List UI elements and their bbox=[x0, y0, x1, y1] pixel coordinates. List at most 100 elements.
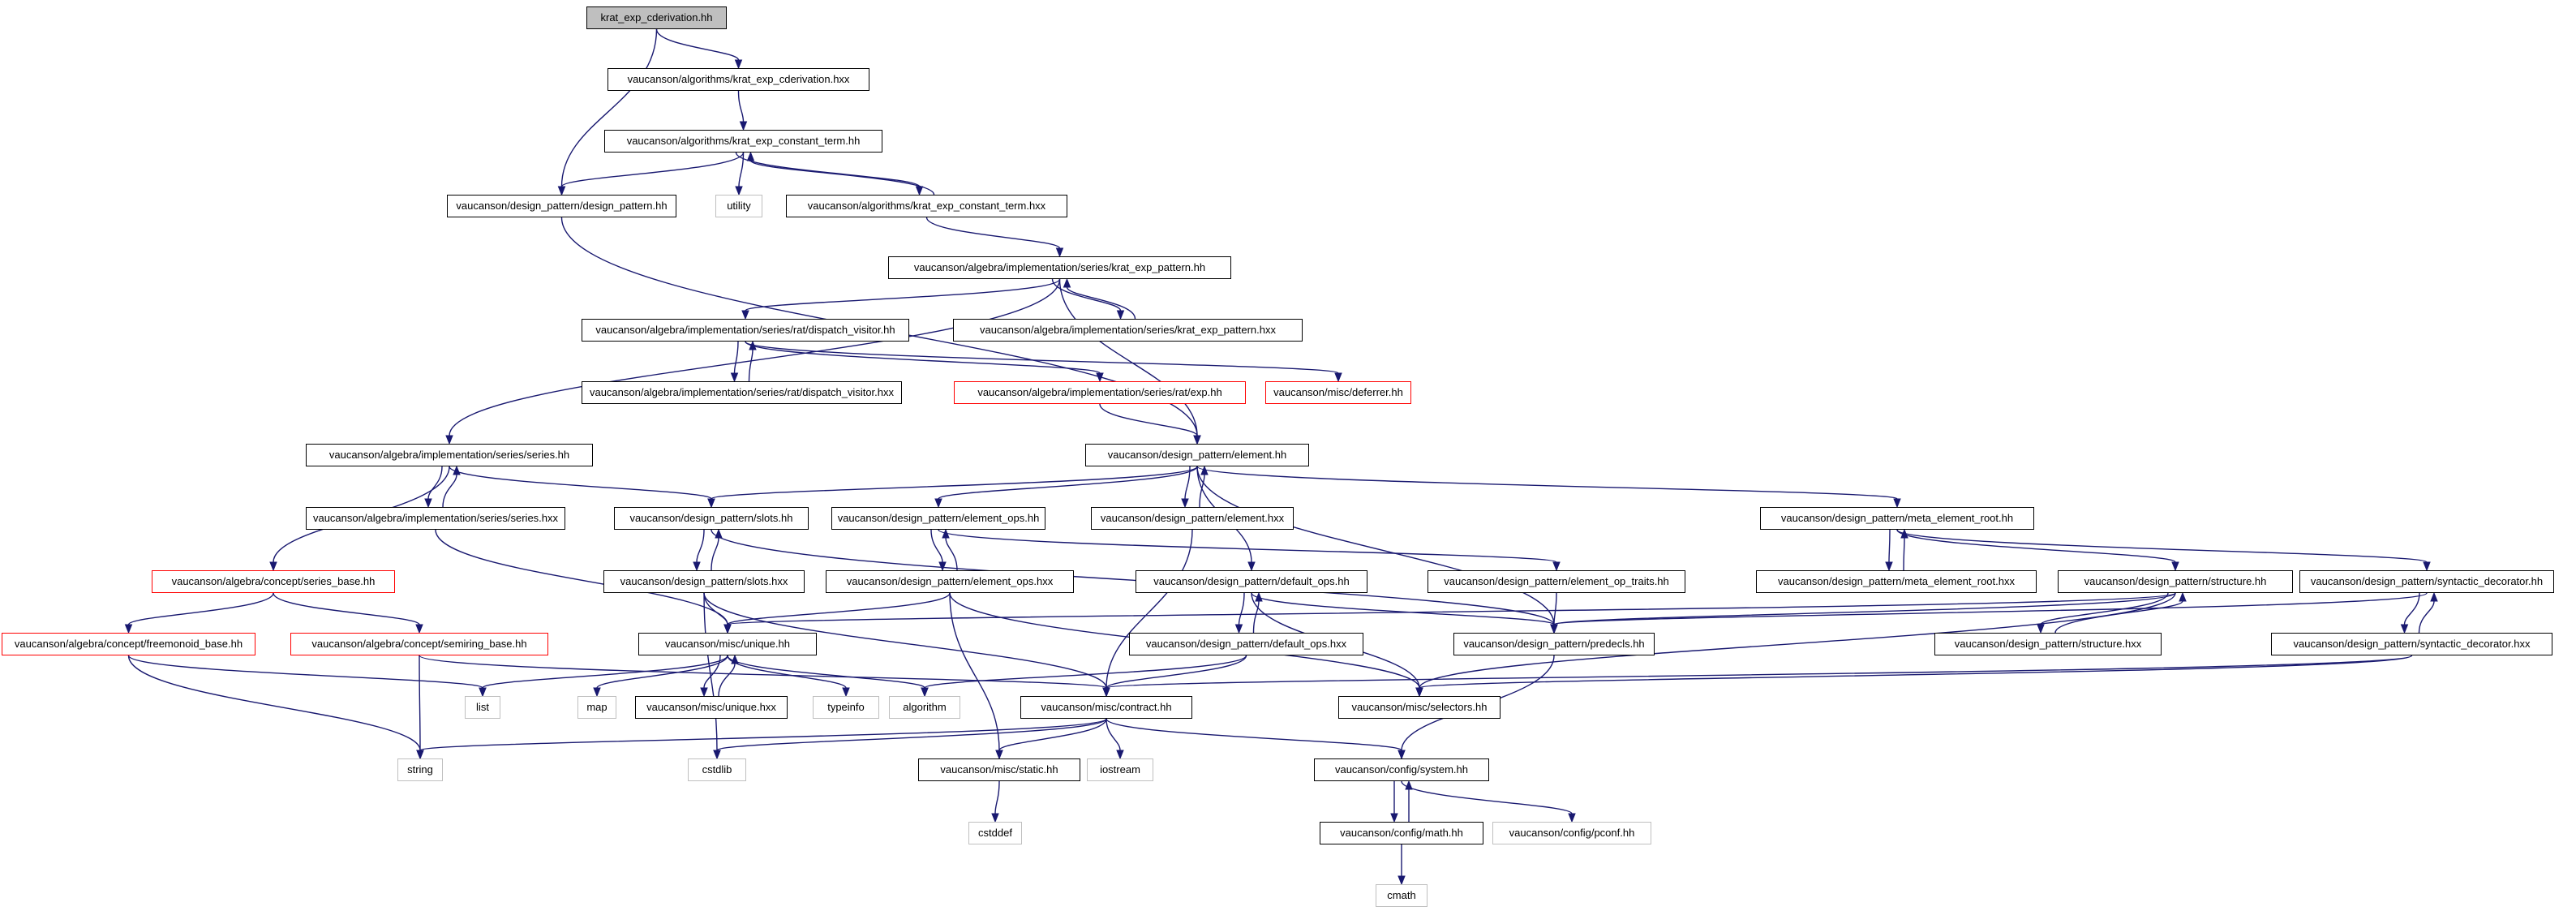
graph-node-list: list bbox=[465, 696, 500, 719]
graph-node-cstdlib: cstdlib bbox=[688, 758, 746, 781]
graph-node-vaucanson-algebra-concept-freemonoid-base-hh[interactable]: vaucanson/algebra/concept/freemonoid_bas… bbox=[2, 633, 255, 655]
edge-n8-to-n6 bbox=[1066, 286, 1136, 320]
graph-node-vaucanson-algebra-concept-series-base-hh[interactable]: vaucanson/algebra/concept/series_base.hh bbox=[152, 570, 395, 593]
edge-arrowhead-n26-to-n33 bbox=[2400, 624, 2409, 634]
graph-node-vaucanson-algebra-implementation-series-rat-dispatch-visitor-hh[interactable]: vaucanson/algebra/implementation/series/… bbox=[582, 319, 909, 342]
edge-arrowhead-n0-to-n1 bbox=[734, 59, 743, 70]
edge-n33-to-n40 bbox=[1419, 655, 2413, 689]
graph-node-vaucanson-misc-selectors-hh[interactable]: vaucanson/misc/selectors.hh bbox=[1338, 696, 1501, 719]
edge-arrowhead-n43-to-n46 bbox=[991, 813, 999, 823]
graph-node-vaucanson-design-pattern-element-ops-hxx[interactable]: vaucanson/design_pattern/element_ops.hxx bbox=[826, 570, 1074, 593]
graph-node-vaucanson-design-pattern-structure-hh[interactable]: vaucanson/design_pattern/structure.hh bbox=[2058, 570, 2293, 593]
edge-n32-to-n25 bbox=[2054, 600, 2183, 634]
graph-node-vaucanson-design-pattern-slots-hxx[interactable]: vaucanson/design_pattern/slots.hxx bbox=[603, 570, 805, 593]
edge-n22-to-n30 bbox=[1238, 592, 1245, 625]
graph-node-vaucanson-design-pattern-element-ops-hh[interactable]: vaucanson/design_pattern/element_ops.hh bbox=[831, 507, 1045, 530]
edge-arrowhead-n13-to-n18 bbox=[1893, 498, 1901, 509]
edge-n33-to-n26 bbox=[2418, 600, 2435, 634]
edge-n25-to-n29 bbox=[727, 592, 2176, 625]
edge-n17-to-n13 bbox=[1199, 474, 1205, 508]
graph-node-utility: utility bbox=[715, 195, 762, 217]
graph-node-vaucanson-misc-unique-hxx[interactable]: vaucanson/misc/unique.hxx bbox=[635, 696, 788, 719]
edge-arrowhead-n45-to-n48 bbox=[1568, 813, 1576, 823]
edge-n33-to-n39 bbox=[1106, 655, 2413, 689]
edge-n5-to-n6 bbox=[925, 217, 1061, 249]
edge-n30-to-n39 bbox=[1106, 655, 1247, 689]
graph-node-vaucanson-design-pattern-meta-element-root-hxx[interactable]: vaucanson/design_pattern/meta_element_ro… bbox=[1756, 570, 2037, 593]
graph-node-vaucanson-design-pattern-default-ops-hxx[interactable]: vaucanson/design_pattern/default_ops.hxx bbox=[1129, 633, 1363, 655]
edge-arrowhead-n39-to-n45 bbox=[1397, 750, 1406, 760]
edge-n39-to-n42 bbox=[716, 718, 1107, 751]
graph-node-vaucanson-algorithms-krat-exp-constant-term-hh[interactable]: vaucanson/algorithms/krat_exp_constant_t… bbox=[604, 130, 882, 153]
graph-node-krat-exp-cderivation-hh[interactable]: krat_exp_cderivation.hh bbox=[586, 6, 727, 29]
edge-arrowhead-n15-to-n20 bbox=[693, 561, 701, 572]
graph-node-vaucanson-design-pattern-syntactic-decorator-hh[interactable]: vaucanson/design_pattern/syntactic_decor… bbox=[2299, 570, 2554, 593]
graph-node-vaucanson-algebra-implementation-series-rat-dispatch-visitor-hxx[interactable]: vaucanson/algebra/implementation/series/… bbox=[582, 381, 902, 404]
graph-node-typeinfo: typeinfo bbox=[813, 696, 879, 719]
edge-arrowhead-n25-to-n29 bbox=[723, 624, 732, 634]
edge-n39-to-n41 bbox=[419, 718, 1107, 751]
edge-n13-to-n15 bbox=[711, 466, 1198, 500]
graph-node-vaucanson-design-pattern-predecls-hh[interactable]: vaucanson/design_pattern/predecls.hh bbox=[1453, 633, 1655, 655]
graph-node-vaucanson-design-pattern-structure-hxx[interactable]: vaucanson/design_pattern/structure.hxx bbox=[1934, 633, 2162, 655]
edge-n9-to-n7 bbox=[748, 349, 753, 382]
graph-node-vaucanson-design-pattern-meta-element-root-hh[interactable]: vaucanson/design_pattern/meta_element_ro… bbox=[1760, 507, 2034, 530]
edge-n5-to-n2 bbox=[749, 160, 935, 196]
edge-n22-to-n31 bbox=[1251, 592, 1555, 625]
graph-node-vaucanson-algebra-implementation-series-series-hh[interactable]: vaucanson/algebra/implementation/series/… bbox=[306, 444, 593, 466]
edge-n20-to-n42 bbox=[703, 592, 718, 751]
edge-arrowhead-n33-to-n40 bbox=[1415, 687, 1423, 698]
edge-arrowhead-n47-to-n45 bbox=[1405, 780, 1413, 790]
edge-arrowhead-n16-to-n21 bbox=[938, 561, 947, 572]
edge-n6-to-n13 bbox=[1058, 278, 1198, 436]
edge-arrowhead-n21-to-n16 bbox=[942, 528, 950, 539]
edge-arrowhead-n6-to-n8 bbox=[1116, 310, 1125, 320]
graph-node-vaucanson-algebra-implementation-series-rat-exp-hh[interactable]: vaucanson/algebra/implementation/series/… bbox=[954, 381, 1246, 404]
graph-node-vaucanson-algorithms-krat-exp-cderivation-hxx[interactable]: vaucanson/algorithms/krat_exp_cderivatio… bbox=[608, 68, 869, 91]
edge-arrowhead-n29-to-n37 bbox=[842, 687, 850, 698]
edge-arrowhead-n25-to-n32 bbox=[2037, 624, 2045, 634]
edge-n1-to-n2 bbox=[737, 90, 745, 122]
edge-arrowhead-n29-to-n35 bbox=[593, 687, 601, 698]
graph-node-vaucanson-design-pattern-slots-hh[interactable]: vaucanson/design_pattern/slots.hh bbox=[614, 507, 809, 530]
graph-node-vaucanson-config-math-hh[interactable]: vaucanson/config/math.hh bbox=[1320, 822, 1483, 844]
graph-node-vaucanson-algebra-concept-semiring-base-hh[interactable]: vaucanson/algebra/concept/semiring_base.… bbox=[290, 633, 548, 655]
graph-node-vaucanson-misc-contract-hh[interactable]: vaucanson/misc/contract.hh bbox=[1020, 696, 1192, 719]
edge-arrowhead-n2-to-n3 bbox=[557, 186, 566, 196]
graph-node-vaucanson-config-pconf-hh: vaucanson/config/pconf.hh bbox=[1492, 822, 1651, 844]
graph-node-vaucanson-algebra-implementation-series-krat-exp-pattern-hh[interactable]: vaucanson/algebra/implementation/series/… bbox=[888, 256, 1231, 279]
edge-n27-to-n34 bbox=[127, 655, 483, 689]
edge-n7-to-n10 bbox=[745, 341, 1101, 374]
graph-node-vaucanson-misc-deferrer-hh[interactable]: vaucanson/misc/deferrer.hh bbox=[1265, 381, 1411, 404]
edge-n13-to-n17 bbox=[1184, 466, 1191, 500]
edge-arrowhead-n33-to-n39 bbox=[1102, 687, 1110, 698]
graph-node-vaucanson-algorithms-krat-exp-constant-term-hxx[interactable]: vaucanson/algorithms/krat_exp_constant_t… bbox=[786, 195, 1067, 217]
edge-arrowhead-n39-to-n43 bbox=[995, 750, 1003, 760]
edge-n0-to-n1 bbox=[655, 28, 740, 61]
graph-node-vaucanson-algebra-implementation-series-krat-exp-pattern-hxx[interactable]: vaucanson/algebra/implementation/series/… bbox=[953, 319, 1303, 342]
edge-n29-to-n36 bbox=[703, 655, 721, 689]
edge-n18-to-n25 bbox=[1896, 529, 2176, 563]
graph-node-vaucanson-design-pattern-element-op-traits-hh[interactable]: vaucanson/design_pattern/element_op_trai… bbox=[1428, 570, 1685, 593]
graph-node-vaucanson-config-system-hh[interactable]: vaucanson/config/system.hh bbox=[1314, 758, 1489, 781]
graph-node-vaucanson-misc-static-hh[interactable]: vaucanson/misc/static.hh bbox=[918, 758, 1080, 781]
graph-node-map: map bbox=[577, 696, 616, 719]
graph-node-vaucanson-algebra-implementation-series-series-hxx[interactable]: vaucanson/algebra/implementation/series/… bbox=[306, 507, 565, 530]
edge-n21-to-n43 bbox=[949, 592, 1000, 751]
edge-n16-to-n21 bbox=[930, 529, 943, 563]
edge-n30-to-n38 bbox=[924, 655, 1247, 689]
edge-arrowhead-n5-to-n2 bbox=[746, 151, 755, 161]
edge-n15-to-n20 bbox=[696, 529, 705, 563]
graph-node-vaucanson-misc-unique-hh[interactable]: vaucanson/misc/unique.hh bbox=[638, 633, 817, 655]
graph-node-vaucanson-design-pattern-design-pattern-hh[interactable]: vaucanson/design_pattern/design_pattern.… bbox=[447, 195, 676, 217]
edge-n6-to-n7 bbox=[745, 278, 1061, 312]
graph-node-vaucanson-design-pattern-element-hxx[interactable]: vaucanson/design_pattern/element.hxx bbox=[1091, 507, 1294, 530]
graph-node-vaucanson-design-pattern-default-ops-hh[interactable]: vaucanson/design_pattern/default_ops.hh bbox=[1136, 570, 1367, 593]
edge-n7-to-n9 bbox=[733, 341, 739, 374]
edge-arrowhead-n7-to-n9 bbox=[730, 372, 739, 383]
graph-node-vaucanson-design-pattern-syntactic-decorator-hxx[interactable]: vaucanson/design_pattern/syntactic_decor… bbox=[2271, 633, 2552, 655]
edge-arrowhead-n12-to-n14 bbox=[424, 498, 432, 509]
edge-n29-to-n38 bbox=[727, 655, 925, 689]
edge-n39-to-n45 bbox=[1106, 718, 1402, 751]
graph-node-vaucanson-design-pattern-element-hh[interactable]: vaucanson/design_pattern/element.hh bbox=[1085, 444, 1309, 466]
